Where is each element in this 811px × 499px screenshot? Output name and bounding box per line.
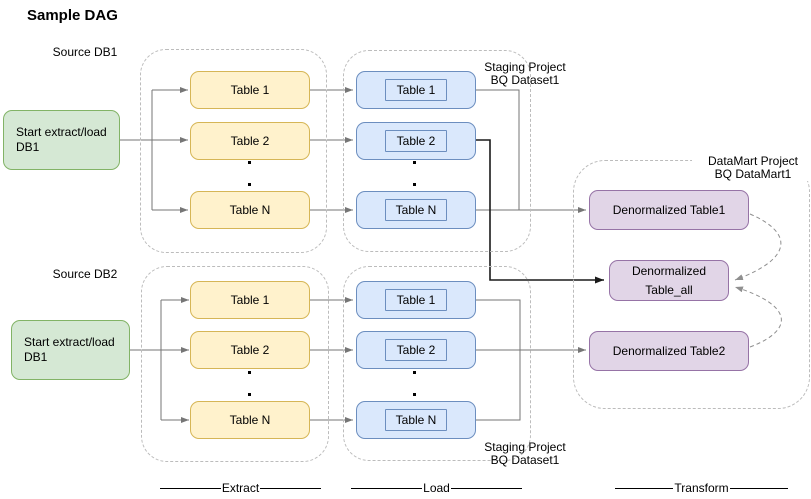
transform-group <box>573 160 810 409</box>
extract-table-n-db2: Table N <box>190 401 310 439</box>
load-table-1-db2: Table 1 <box>356 281 476 319</box>
load-table-2-db2: Table 2 <box>356 331 476 369</box>
extract-table-1-db2: Table 1 <box>190 281 310 319</box>
stage-rule <box>351 488 423 489</box>
source-db2-label: Source DB2 <box>52 267 118 281</box>
table-chip: Table 2 <box>385 339 447 361</box>
load-table-2-db1: Table 2 <box>356 122 476 160</box>
load-group-db2 <box>343 266 531 461</box>
stage-label-load: Load <box>351 482 523 495</box>
extract-group-db2 <box>141 266 329 462</box>
extract-table-2-db1: Table 2 <box>190 122 310 160</box>
vertical-ellipsis-dot <box>248 393 251 396</box>
stage-rule <box>615 488 674 489</box>
vertical-ellipsis-dot <box>413 371 416 374</box>
table-chip: Table 1 <box>385 79 447 101</box>
table-chip: Table 2 <box>385 130 447 152</box>
load-table-n-db1: Table N <box>356 191 476 229</box>
stage-label-extract: Extract <box>160 482 321 495</box>
vertical-ellipsis-dot <box>248 371 251 374</box>
denormalized-table2-node: Denormalized Table2 <box>589 331 749 371</box>
stage-label-transform: Transform <box>615 482 789 495</box>
source-db1-label: Source DB1 <box>52 45 118 59</box>
extract-table-n-db1: Table N <box>190 191 310 229</box>
vertical-ellipsis-dot <box>413 161 416 164</box>
extract-table-1-db1: Table 1 <box>190 71 310 109</box>
vertical-ellipsis-dot <box>248 161 251 164</box>
load-table-n-db2: Table N <box>356 401 476 439</box>
stage-rule <box>450 488 523 489</box>
vertical-ellipsis-dot <box>413 393 416 396</box>
vertical-ellipsis-dot <box>248 183 251 186</box>
stage-rule <box>160 488 221 489</box>
stage-rule <box>729 488 789 489</box>
load-table-1-db1: Table 1 <box>356 71 476 109</box>
load-group-db1 <box>343 50 531 252</box>
extract-group-db1 <box>140 49 327 253</box>
diagram-title: Sample DAG <box>27 7 118 24</box>
table-chip: Table N <box>385 199 447 221</box>
extract-table-2-db2: Table 2 <box>190 331 310 369</box>
table-chip: Table 1 <box>385 289 447 311</box>
denormalized-table1-node: Denormalized Table1 <box>589 190 749 230</box>
table-chip: Table N <box>385 409 447 431</box>
stage-rule <box>260 488 321 489</box>
vertical-ellipsis-dot <box>413 183 416 186</box>
